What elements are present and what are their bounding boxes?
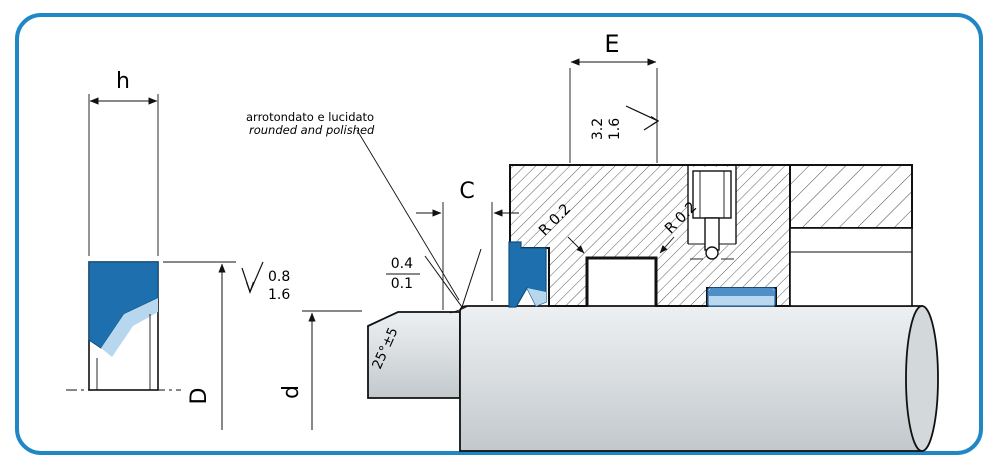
housing-right-hatched — [789, 164, 913, 229]
rod-finish-bottom: 0.1 — [391, 276, 413, 292]
dimension-E: E — [569, 30, 658, 163]
rod-finish-top: 0.4 — [391, 256, 413, 272]
radius-left-leader — [567, 236, 585, 254]
note-english: rounded and polished — [249, 123, 375, 137]
seal-profile-light — [101, 298, 158, 357]
D-label: D — [187, 388, 212, 405]
C-label: C — [459, 179, 474, 204]
rod-body — [459, 305, 923, 452]
housing-section — [509, 164, 913, 307]
roughness-symbol-icon — [241, 261, 264, 294]
seal-profile-view — [66, 261, 181, 391]
dimension-d: d — [279, 310, 362, 430]
rod-rounded-corner — [449, 305, 469, 314]
rod-end-ellipse — [905, 305, 939, 452]
note-leader — [356, 129, 460, 301]
radius-right-leader — [659, 236, 675, 254]
seal-finish-top: 0.8 — [268, 269, 290, 285]
dimension-h: h — [88, 69, 159, 256]
groove-finish-top: 3.2 — [590, 118, 606, 140]
rod-assembly — [367, 305, 939, 452]
surface-finish-seal-seat: 0.8 1.6 — [241, 261, 290, 303]
groove-finish-bottom: 1.6 — [607, 118, 623, 140]
note-italian: arrotondato e lucidato — [246, 110, 374, 124]
pin-head — [692, 170, 732, 219]
dimension-C: C — [416, 179, 519, 310]
seal-finish-bottom: 1.6 — [268, 287, 290, 303]
bushing-section — [789, 227, 913, 307]
h-label: h — [116, 69, 130, 94]
note-rounded-polished: arrotondato e lucidato rounded and polis… — [246, 110, 460, 301]
installed-wiper-seal — [508, 241, 547, 308]
rod-finish-check-icon — [424, 248, 482, 309]
d-label: d — [279, 385, 304, 399]
E-label: E — [604, 30, 619, 58]
vent-pin-detail — [687, 165, 737, 260]
backup-ring — [707, 287, 776, 307]
wiper-seal-light — [527, 288, 546, 306]
seal-groove-outline — [585, 256, 658, 306]
surface-finish-groove: 3.2 1.6 — [590, 105, 660, 140]
pin-ball — [705, 246, 719, 260]
pin-stem — [704, 217, 720, 251]
roughness-symbol-icon — [625, 105, 660, 131]
dimension-D: D — [163, 261, 236, 430]
surface-finish-rod: 0.4 0.1 — [386, 248, 482, 309]
backup-ring-top — [708, 288, 775, 296]
